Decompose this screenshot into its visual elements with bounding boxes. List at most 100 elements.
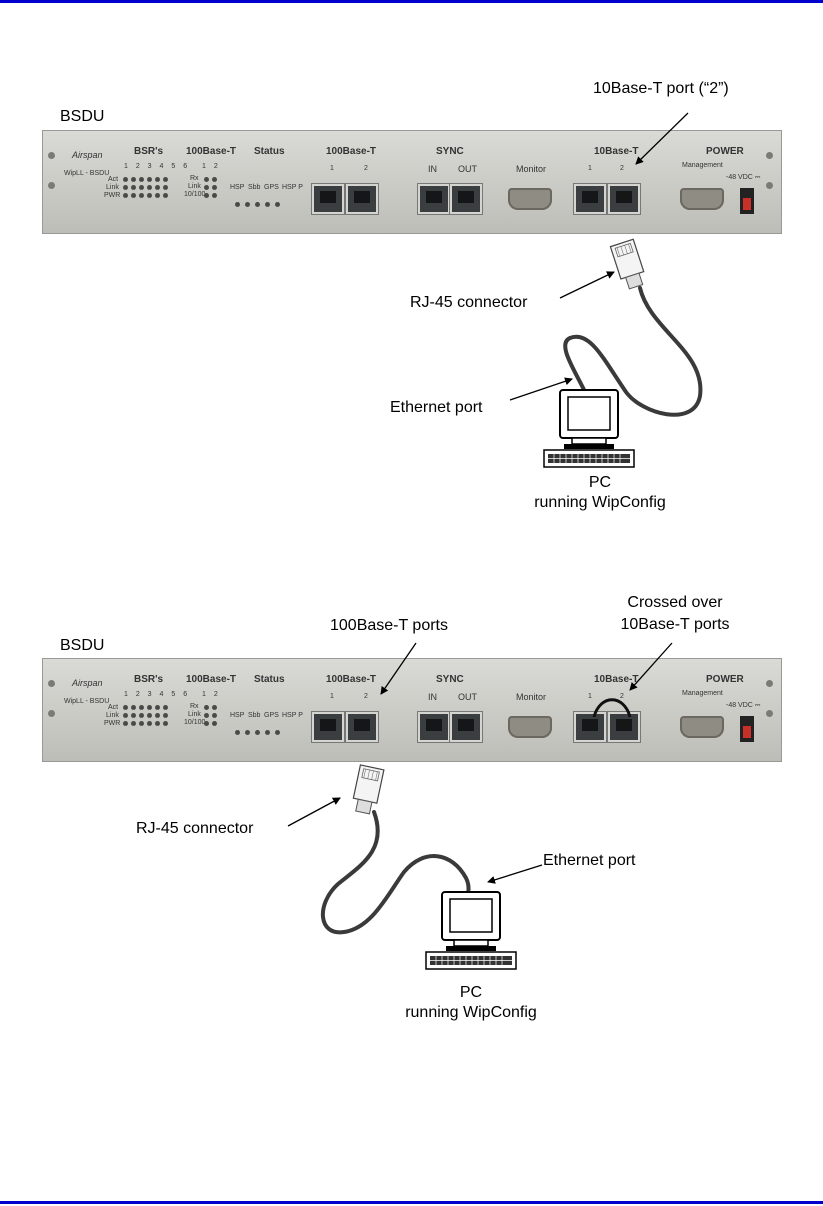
callout-rj45-connector: RJ-45 connector xyxy=(136,820,254,837)
port-1-number: 1 xyxy=(330,693,334,700)
screw-icon xyxy=(766,152,773,159)
hsp-label: HSP xyxy=(230,184,245,191)
link-status-label: Link xyxy=(188,183,201,190)
monitor-label: Monitor xyxy=(516,164,547,174)
vdc-label: -48 VDC ⎓ xyxy=(726,702,761,709)
callout-ethernet-port: Ethernet port xyxy=(543,852,636,869)
status-led xyxy=(204,193,209,198)
bsdu-front-panel: Airspan WipLL - BSDU BSR's 1 2 3 4 5 6 A… xyxy=(42,658,782,762)
bsr-numbers: 1 2 3 4 5 6 xyxy=(124,691,191,698)
rj45-plug-icon xyxy=(352,764,385,815)
callout-crossed-line1: Crossed over xyxy=(627,594,723,611)
bsr-numbers: 1 2 3 4 5 6 xyxy=(124,163,191,170)
status-led xyxy=(212,177,217,182)
pc-label-line1: PC xyxy=(459,984,483,1001)
bsrs-heading: BSR's xyxy=(134,146,164,157)
status-led xyxy=(235,730,240,735)
status-led xyxy=(245,730,250,735)
sync-heading: SYNC xyxy=(436,674,464,685)
rx-label: Rx xyxy=(190,175,199,182)
sync-out-label: OUT xyxy=(458,164,477,174)
status-led xyxy=(212,713,217,718)
status-led xyxy=(275,202,280,207)
brand-logo: Airspan xyxy=(72,678,103,688)
arrow-to-crossed-ports xyxy=(629,642,673,691)
gps-label: GPS xyxy=(264,184,279,191)
vdc-label: -48 VDC ⎓ xyxy=(726,174,761,181)
callout-ethernet-port: Ethernet port xyxy=(390,399,483,416)
10base-heading: 10Base-T xyxy=(594,146,639,157)
bottom-rule xyxy=(0,1201,823,1204)
status-led xyxy=(212,193,217,198)
gps-label: GPS xyxy=(264,712,279,719)
crossover-cable xyxy=(592,698,632,718)
screw-icon xyxy=(766,680,773,687)
screw-icon xyxy=(766,710,773,717)
status-led xyxy=(204,705,209,710)
rj45-plug-icon xyxy=(609,238,645,290)
100base-port-1 xyxy=(312,712,344,742)
sync-in-port xyxy=(418,184,450,214)
status-led xyxy=(212,705,217,710)
arrow-to-ethernet xyxy=(509,377,573,401)
management-label: Management xyxy=(682,162,723,169)
port-2-number: 2 xyxy=(364,693,368,700)
management-connector xyxy=(680,188,724,210)
sync-in-port xyxy=(418,712,450,742)
sbb-label: Sbb xyxy=(248,184,261,191)
screw-icon xyxy=(48,680,55,687)
status-led xyxy=(235,202,240,207)
model-label: WipLL - BSDU xyxy=(64,170,110,177)
rx-label: Rx xyxy=(190,703,199,710)
callout-crossed-line2: 10Base-T ports xyxy=(620,616,730,633)
100base-status-numbers: 1 2 xyxy=(202,163,221,170)
pwr-label: PWR xyxy=(104,720,121,727)
10base-port-2 xyxy=(608,712,640,742)
link-label: Link xyxy=(106,712,119,719)
100base-status-heading: 100Base-T xyxy=(186,146,237,157)
callout-rj45-connector: RJ-45 connector xyxy=(410,294,528,311)
act-label: Act xyxy=(108,176,119,183)
hsp-label: HSP xyxy=(230,712,245,719)
status-heading: Status xyxy=(254,674,285,685)
pwr-label: PWR xyxy=(104,192,121,199)
bsrs-heading: BSR's xyxy=(134,674,164,685)
monitor-connector xyxy=(508,716,552,738)
10base-port-1-number: 1 xyxy=(588,165,592,172)
top-rule xyxy=(0,0,823,3)
10base-port-1 xyxy=(574,712,606,742)
power-switch xyxy=(740,716,754,742)
speed-label: 10/100 xyxy=(184,719,206,726)
arrow-to-100base-ports xyxy=(380,642,417,695)
screw-icon xyxy=(48,152,55,159)
arrow-to-ethernet xyxy=(487,864,543,884)
pc-label-line2: running WipConfig xyxy=(534,494,666,511)
ethernet-cable xyxy=(321,810,471,935)
callout-10base-port: 10Base-T port (“2”) xyxy=(593,80,729,97)
pc-label-line2: running WipConfig xyxy=(405,1004,537,1021)
pc-label-line1: PC xyxy=(588,474,612,491)
speed-label: 10/100 xyxy=(184,191,206,198)
device-label: BSDU xyxy=(60,108,105,125)
status-led xyxy=(265,730,270,735)
sync-out-port xyxy=(450,712,482,742)
status-led xyxy=(204,721,209,726)
power-heading: POWER xyxy=(706,146,744,157)
10base-port-1 xyxy=(574,184,606,214)
100base-ports-heading: 100Base-T xyxy=(326,674,377,685)
management-label: Management xyxy=(682,690,723,697)
hspp-label: HSP P xyxy=(282,184,303,191)
100base-port-1 xyxy=(312,184,344,214)
callout-100base-ports: 100Base-T ports xyxy=(330,617,448,634)
arrow-to-rj45 xyxy=(287,797,341,827)
power-switch xyxy=(740,188,754,214)
100base-status-heading: 100Base-T xyxy=(186,674,237,685)
status-led xyxy=(212,185,217,190)
sync-heading: SYNC xyxy=(436,146,464,157)
hspp-label: HSP P xyxy=(282,712,303,719)
screw-icon xyxy=(766,182,773,189)
port-1-number: 1 xyxy=(330,165,334,172)
10base-port-2-number: 2 xyxy=(620,165,624,172)
status-led xyxy=(204,185,209,190)
